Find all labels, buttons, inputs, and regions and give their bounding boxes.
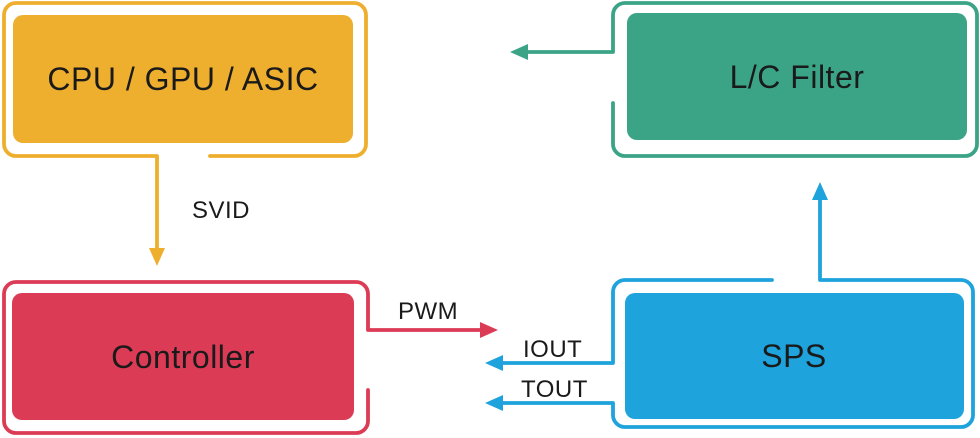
tout-label: TOUT [521,376,588,403]
controller-box [12,293,354,420]
lc-filter-output-arrowhead [510,44,528,60]
edge-iout: IOUT [485,336,582,371]
lc-filter-outline-frame-and-output-stem [525,1,979,158]
tout-arrowhead [485,395,503,411]
sps-to-lc-filter-arrowhead [812,182,828,200]
lc-filter-label: L/C Filter [730,59,865,95]
cpu-label: CPU / GPU / ASIC [47,61,318,97]
pwm-label: PWM [398,298,458,325]
node-lc-filter: L/C Filter [510,1,979,158]
node-cpu: CPU / GPU / ASIC [2,1,368,251]
sps-box [625,293,964,419]
iout-arrowhead [485,355,503,371]
cpu-box [13,15,353,143]
pwm-arrowhead [480,322,498,338]
edge-svid: SVID [149,197,250,266]
sps-outline-frame-with-up-stem-and-tout-stem [501,197,975,429]
lc-filter-box [627,13,967,140]
sps-label: SPS [761,338,827,374]
controller-outline-frame-and-pwm-stem [2,280,483,435]
iout-label: IOUT [523,336,582,363]
node-controller: Controller [2,280,483,435]
svid-arrowhead [149,248,165,266]
svid-label: SVID [192,197,250,224]
node-sps: SPS [501,197,975,429]
controller-label: Controller [111,339,255,375]
edge-sps-to-lc-filter [812,182,828,200]
edge-pwm: PWM [398,298,498,338]
cpu-outline-frame-and-svid-stem [2,1,368,251]
edge-tout: TOUT [485,376,588,411]
sps-outline-frame-left-segment-and-iout-stem [501,278,774,365]
